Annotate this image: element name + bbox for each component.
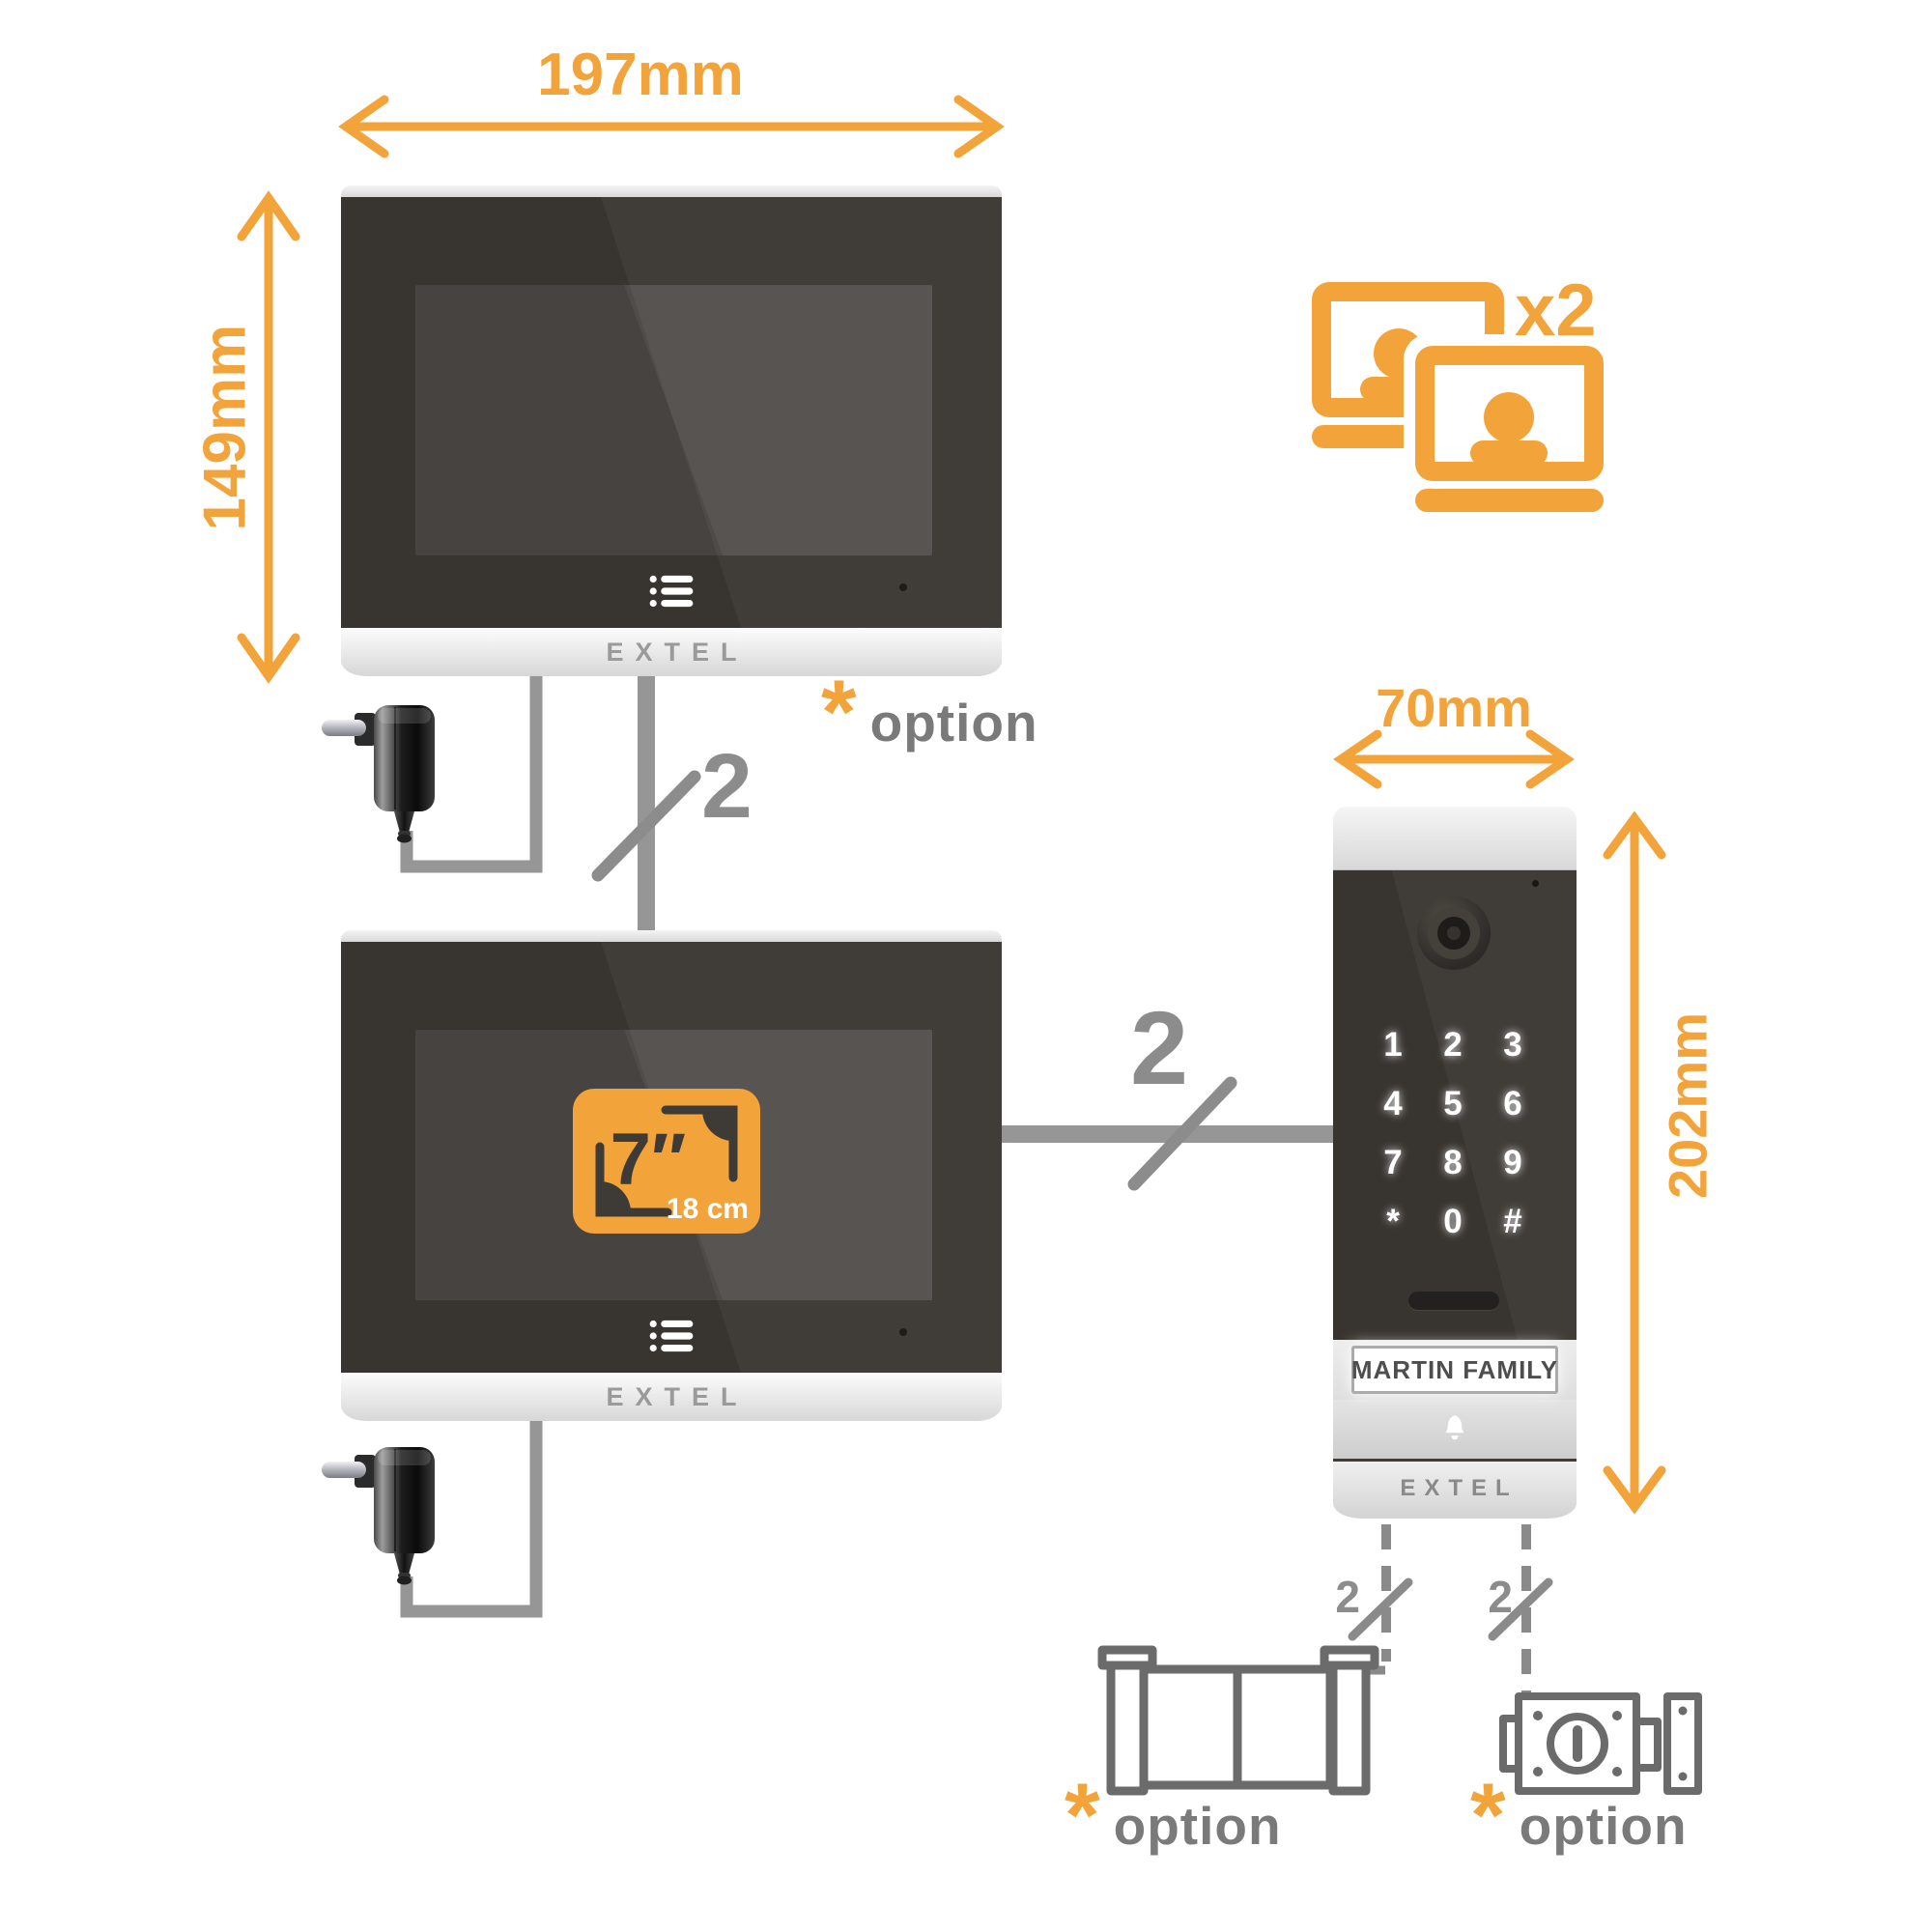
option-label-lock: * option [1470, 1764, 1688, 1865]
wire-count-station-link: 2 [1130, 989, 1189, 1106]
keypad-key-3[interactable]: 3 [1503, 1025, 1522, 1064]
keypad-key-8[interactable]: 8 [1443, 1143, 1463, 1181]
menu-button-icon[interactable] [648, 1320, 695, 1352]
keypad-key-5[interactable]: 5 [1443, 1084, 1463, 1122]
camera-core [1447, 926, 1461, 940]
keypad-key-0[interactable]: 0 [1443, 1202, 1463, 1240]
option-label-gate: * option [1065, 1764, 1282, 1865]
monitor-top-edge [341, 185, 1002, 197]
keypad-key-2[interactable]: 2 [1443, 1025, 1463, 1064]
microphone-dot-icon [899, 1328, 907, 1336]
monitor-width-label: 197mm [537, 42, 744, 108]
wire-count-monitor-link: 2 [701, 735, 753, 838]
width-arrow-70mm [1333, 729, 1575, 789]
power-wire-monitor-2 [400, 1415, 543, 1618]
screen-size-inches: 7″ [610, 1119, 687, 1201]
keypad-key-hash[interactable]: # [1503, 1202, 1522, 1240]
power-adapter-2 [321, 1446, 436, 1586]
wire-count-gate-link: 2 [1335, 1572, 1360, 1622]
name-plate: MARTIN FAMILY [1351, 1346, 1558, 1394]
camera-icon [1417, 896, 1491, 970]
camera-lens [1437, 917, 1470, 950]
bell-icon [1445, 1414, 1464, 1439]
monitor-quantity-label: x2 [1515, 270, 1597, 352]
lock-icon [1499, 1692, 1702, 1795]
brand-logo: EXTEL [341, 628, 1002, 676]
option-label-second-monitor: * option [821, 661, 1038, 762]
wire-monitor1-monitor2 [591, 674, 701, 937]
keypad-key-1[interactable]: 1 [1383, 1025, 1403, 1064]
gate-icon [1097, 1645, 1379, 1796]
height-arrow-202mm [1603, 810, 1666, 1515]
monitor-height-label: 149mm [191, 324, 259, 531]
wire-slash-icon [1348, 1577, 1413, 1641]
wire-slash-icon [591, 770, 701, 882]
door-station: 1 2 3 4 5 6 7 8 9 * 0 # MARTIN FAMILY [1333, 807, 1577, 1519]
monitor-screen [415, 285, 932, 555]
dashed-link-lock [1488, 1524, 1553, 1692]
keypad-key-6[interactable]: 6 [1503, 1084, 1522, 1122]
menu-button-icon[interactable] [648, 575, 695, 608]
option-text: option [1519, 1796, 1688, 1856]
camera-ring [1428, 907, 1480, 959]
asterisk-icon: * [1065, 1764, 1100, 1865]
option-text: option [1113, 1796, 1282, 1856]
wire-monitor2-doorstation [995, 1076, 1341, 1191]
keypad-key-star[interactable]: * [1386, 1202, 1400, 1240]
wire-count-lock-link: 2 [1488, 1572, 1513, 1622]
indoor-monitor-1: EXTEL [341, 185, 1002, 676]
brand-logo: EXTEL [341, 1373, 1002, 1421]
width-arrow-197mm [338, 95, 1005, 158]
name-plate-section: MARTIN FAMILY [1333, 1340, 1577, 1400]
keypad-key-9[interactable]: 9 [1503, 1143, 1522, 1181]
keypad-key-7[interactable]: 7 [1383, 1143, 1403, 1181]
wire-slash-icon [1488, 1577, 1553, 1641]
microphone-dot-icon [1532, 880, 1539, 887]
power-adapter-1 [321, 704, 436, 844]
keypad: 1 2 3 4 5 6 7 8 9 * 0 # [1363, 1015, 1543, 1251]
screen-size-cm: 18 cm [666, 1193, 749, 1225]
asterisk-icon: * [821, 661, 857, 762]
speaker-slot-icon [1408, 1292, 1499, 1310]
bell-button[interactable] [1333, 1400, 1577, 1462]
wire-slash-icon [1127, 1076, 1237, 1191]
keypad-key-4[interactable]: 4 [1383, 1084, 1403, 1122]
monitor-top-edge [341, 930, 1002, 942]
asterisk-icon: * [1470, 1764, 1506, 1865]
microphone-dot-icon [899, 583, 907, 591]
power-wire-monitor-1 [400, 674, 543, 873]
screen-corner-brackets-icon [595, 1105, 738, 1217]
two-monitors-icon [1312, 282, 1615, 524]
option-text: option [869, 693, 1038, 753]
brand-logo: EXTEL [1333, 1462, 1577, 1519]
height-arrow-149mm [237, 190, 300, 684]
door-station-body: 1 2 3 4 5 6 7 8 9 * 0 # [1333, 870, 1577, 1340]
door-station-top-cap [1333, 807, 1577, 870]
door-station-height-label: 202mm [1657, 1011, 1719, 1200]
monitor-bezel [341, 197, 1002, 628]
door-station-width-label: 70mm [1376, 677, 1532, 738]
screen-size-badge: 7″ 18 cm [573, 1089, 760, 1234]
